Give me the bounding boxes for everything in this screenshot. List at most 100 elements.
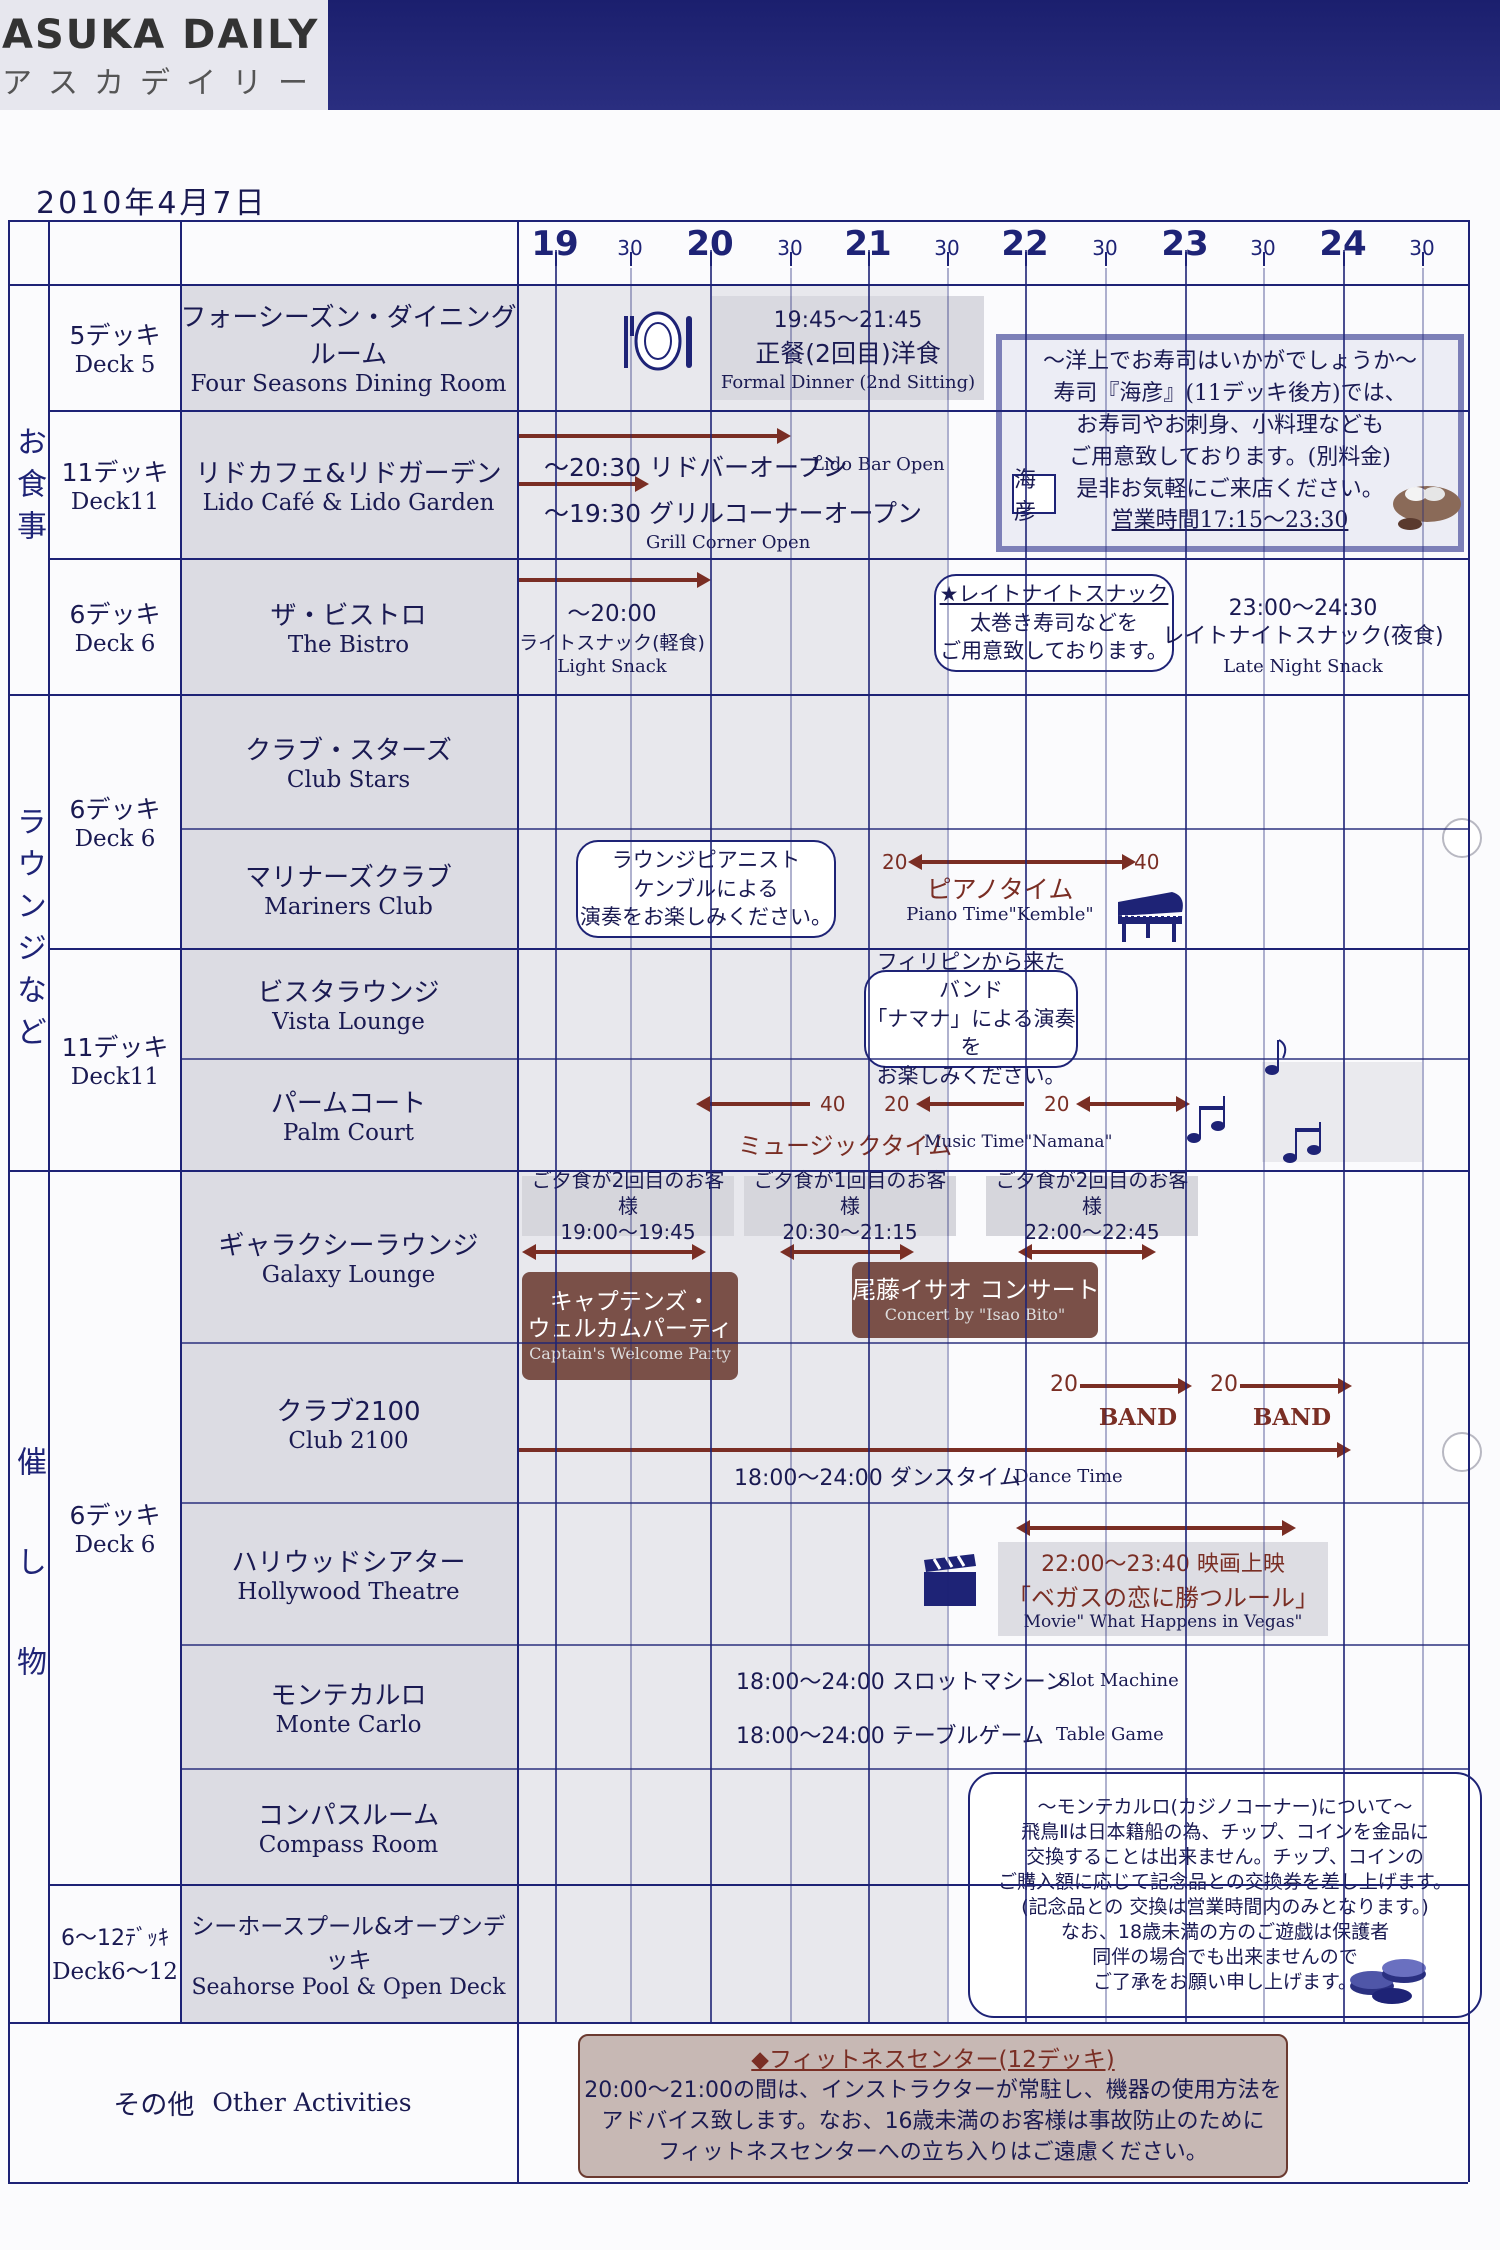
- header-band: [328, 0, 1500, 110]
- half-hour-line: [1263, 268, 1265, 2022]
- venue-jp: パームコート: [270, 1088, 427, 1119]
- deck-jp: 6デッキ: [69, 795, 161, 824]
- grid-line: [1468, 220, 1470, 2182]
- dining-plate-icon: [618, 308, 698, 374]
- venue-jp: マリナーズクラブ: [245, 862, 452, 893]
- fitness-line: 20:00〜21:00の間は、インストラクターが常駐し、機器の使用方法を: [584, 2078, 1282, 2104]
- casino-line: なお、18歳未満の方のご遊戯は保護者: [1060, 1921, 1390, 1944]
- grid-line: [180, 1342, 1468, 1344]
- casino-line: 交換することは出来ません。チップ、コインの: [1026, 1845, 1424, 1868]
- casino-line: 同伴の場合でも出来ませんので: [1092, 1946, 1358, 1969]
- header-title-box: [0, 0, 328, 110]
- timeline-tick: [1025, 252, 1027, 266]
- grid-line: [517, 220, 519, 2182]
- deck-jp: 6デッキ: [69, 600, 161, 629]
- notice-arrow-1: [522, 1244, 706, 1260]
- timeline-half-hour: 30: [934, 236, 960, 260]
- deck-en: Deck 6: [74, 631, 156, 657]
- venue-jp: モンテカルロ: [270, 1680, 427, 1711]
- movie-title: 「ベガスの恋に勝つルール」: [1007, 1584, 1319, 1612]
- deck-en: Deck11: [70, 1064, 160, 1090]
- timeline-half-hour: 30: [617, 236, 643, 260]
- venue-en: Club Stars: [286, 766, 411, 793]
- venue-jp: クラブ・スターズ: [245, 735, 452, 766]
- music-arrow-1: [696, 1096, 810, 1112]
- band-label-2: BAND: [1252, 1404, 1332, 1431]
- grid-line: [8, 694, 1468, 696]
- bubble-line: 太巻き寿司などを: [970, 610, 1138, 635]
- bistro-jp: ライトスナック(軽食): [519, 632, 705, 654]
- venue-en: Club 2100: [288, 1427, 409, 1454]
- music-arrow-3: [1076, 1096, 1190, 1112]
- venue-en: Four Seasons Dining Room: [190, 371, 507, 397]
- captain-en: Captain's Welcome Party: [529, 1344, 731, 1363]
- venue-jp: クラブ2100: [276, 1396, 421, 1427]
- grid-line: [8, 220, 10, 2182]
- casino-line: ご了承をお願い申し上げます。: [1092, 1971, 1358, 1994]
- header-title: ASUKA DAILY: [2, 12, 320, 58]
- band-label-1: BAND: [1098, 1404, 1178, 1431]
- grid-line: [8, 2022, 1468, 2024]
- clapper-icon: [920, 1550, 980, 1610]
- grill-arrow: [517, 476, 649, 492]
- venue-jp: ザ・ビストロ: [270, 600, 427, 631]
- bubble-line: ご用意致しております。: [940, 639, 1168, 664]
- grid-line: [180, 1058, 1468, 1060]
- timeline-hour: 23: [1161, 224, 1209, 264]
- bubble-line: お楽しみください。: [876, 1063, 1066, 1088]
- deck-en: Deck 6: [74, 826, 156, 852]
- timeline-tick: [1263, 252, 1265, 266]
- bubble-line: 演奏をお楽しみください。: [580, 905, 832, 930]
- dance-en: Dance Time: [1014, 1466, 1123, 1487]
- deck-en: Deck11: [70, 489, 160, 515]
- category-lounge: ラウンジなど: [11, 806, 46, 1058]
- deck-jp: 11デッキ: [61, 1033, 169, 1062]
- timeline-tick: [555, 252, 557, 266]
- category-events: 催し物: [11, 1446, 46, 1746]
- captain-jp: キャプテンズ・: [549, 1288, 711, 1315]
- band-bubble: フィリピンから来たバンド 「ナマナ」による演奏を お楽しみください。: [864, 950, 1078, 1088]
- casino-line: (記念品との 交換は営業時間内のみとなります。): [1021, 1896, 1429, 1918]
- grid-line: [180, 220, 182, 2022]
- bistro-time: 〜20:00: [567, 601, 657, 627]
- bubble-line: ★レイトナイトスナック: [939, 582, 1169, 607]
- half-hour-line: [790, 268, 792, 2022]
- bubble-line: フィリピンから来たバンド: [876, 950, 1066, 1003]
- band-arrow-2: [1240, 1378, 1352, 1394]
- casino-chips-icon: [1346, 1946, 1430, 2006]
- bubble-line: 「ナマナ」による演奏を: [866, 1006, 1076, 1060]
- venue-en: Compass Room: [258, 1831, 439, 1858]
- fitness-line: フィットネスセンターへの立ち入りはご遠慮ください。: [658, 2139, 1208, 2165]
- half-hour-line: [630, 268, 632, 2022]
- formal-dinner-time: 19:45〜21:45: [773, 308, 923, 333]
- formal-dinner-jp: 正餐(2回目)洋食: [755, 339, 941, 368]
- fitness-box: ◆フィットネスセンター(12デッキ) 20:00〜21:00の間は、インストラク…: [578, 2034, 1288, 2178]
- grid-line: [48, 1884, 1468, 1886]
- movie-en: Movie" What Happens in Vegas": [1023, 1612, 1303, 1632]
- dance-arrow: [517, 1442, 1351, 1458]
- notice-line: 20:30〜21:15: [782, 1220, 918, 1244]
- notice-arrow-3: [1018, 1244, 1156, 1260]
- venue-column-shade: [180, 284, 517, 2022]
- timeline-hour: 22: [1001, 224, 1049, 264]
- sushi-hours: 営業時間17:15〜23:30: [1111, 508, 1349, 534]
- casino-line: 飛鳥Ⅱは日本籍船の為、チップ、コインを金品に: [1021, 1820, 1429, 1843]
- music-en: Music Time"Namana": [924, 1132, 1113, 1152]
- timeline-tick: [1185, 252, 1187, 266]
- piano-arrow: [908, 854, 1136, 870]
- venue-en: Hollywood Theatre: [237, 1578, 460, 1605]
- grid-line: [48, 948, 1468, 950]
